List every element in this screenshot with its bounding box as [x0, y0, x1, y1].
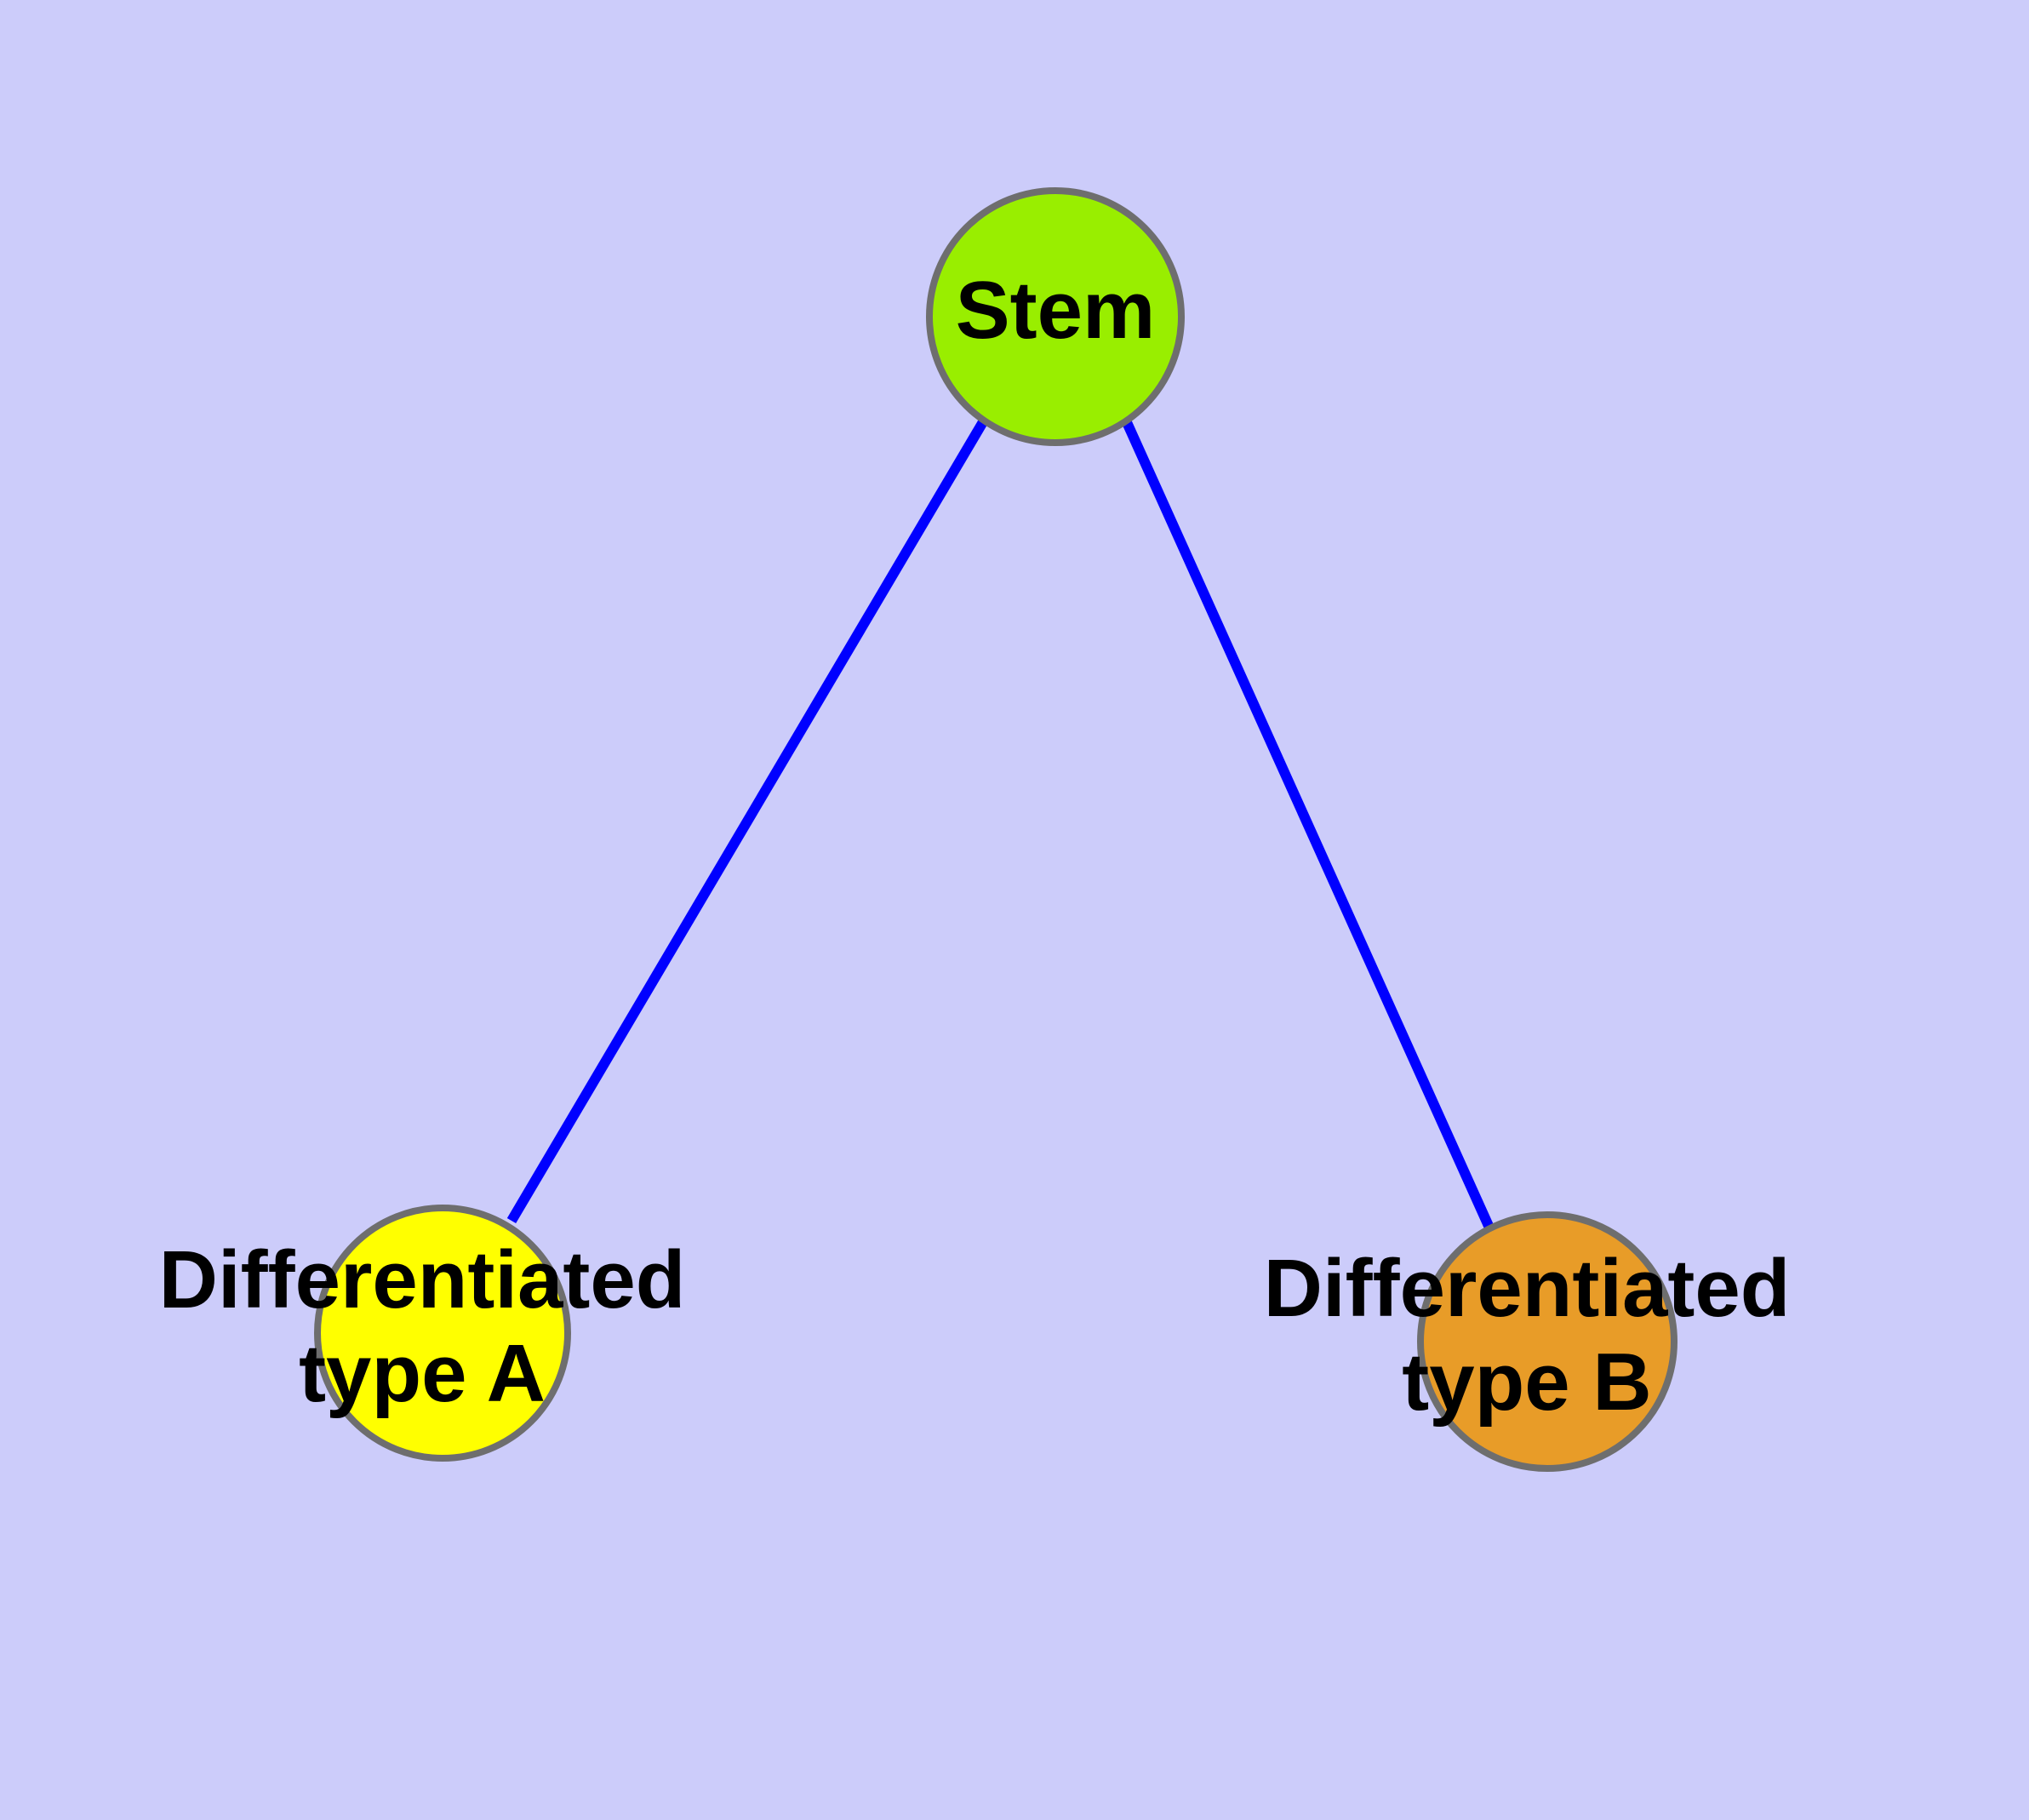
node-differentiated-type-a[interactable]	[314, 1205, 571, 1462]
edge-stem-to-type-b[interactable]	[1121, 418, 1494, 1228]
node-differentiated-type-a-circle[interactable]	[314, 1205, 571, 1462]
edge-stem-to-type-a[interactable]	[506, 417, 989, 1224]
label-line: type B	[1402, 1337, 1651, 1428]
label-line: type A	[299, 1329, 546, 1420]
node-stem-label: Stem	[956, 265, 1156, 356]
node-layer	[314, 187, 1677, 1472]
node-differentiated-type-b[interactable]	[1417, 1211, 1677, 1472]
label-line: Differentiated	[159, 1234, 686, 1325]
node-stem[interactable]	[926, 187, 1185, 446]
label-line: Stem	[956, 265, 1156, 356]
node-differentiated-type-b-circle[interactable]	[1417, 1211, 1677, 1472]
label-line: Differentiated	[1264, 1243, 1791, 1334]
edge-layer	[506, 417, 1494, 1228]
node-stem-circle[interactable]	[926, 187, 1185, 446]
